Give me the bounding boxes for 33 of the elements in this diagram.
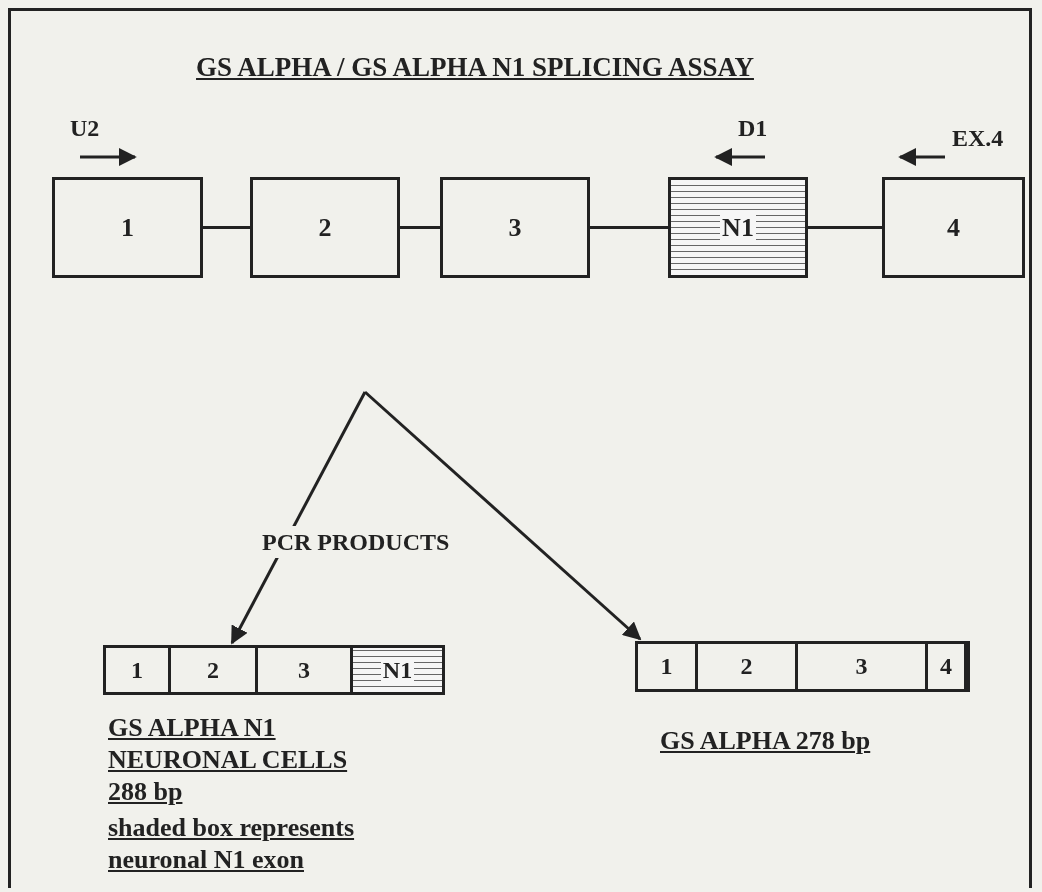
exon-number: 2 — [317, 212, 333, 243]
exon-number: 2 — [739, 653, 754, 680]
exon-box — [440, 177, 590, 278]
section-label: PCR PRODUCTS — [262, 526, 450, 558]
connector-line — [203, 226, 250, 229]
exon-number: 3 — [854, 653, 869, 680]
primer-label: U2 — [70, 114, 101, 143]
exon-number: N1 — [720, 212, 756, 243]
primer-label: EX.4 — [952, 124, 1005, 153]
product-caption: GS ALPHA 278 bp — [660, 725, 872, 757]
connector-line — [590, 226, 668, 229]
exon-number: 4 — [939, 653, 953, 680]
exon-number: 1 — [130, 656, 144, 684]
exon-number: 3 — [507, 212, 523, 243]
primer-label: D1 — [738, 114, 769, 143]
connector-line — [400, 226, 440, 229]
exon-box — [668, 177, 808, 278]
exon-box — [52, 177, 203, 278]
exon-number: 1 — [659, 653, 674, 680]
legend-note: shaded box represents neuronal N1 exon — [108, 812, 356, 876]
diagram-title: GS ALPHA / GS ALPHA N1 SPLICING ASSAY — [195, 52, 755, 83]
arrow — [230, 391, 367, 645]
gene-product-strip — [103, 645, 445, 695]
exon-number: 1 — [120, 212, 135, 243]
arrow — [364, 390, 642, 641]
exon-segment — [353, 648, 445, 692]
exon-number: 2 — [206, 656, 220, 684]
exon-box — [882, 177, 1025, 278]
gene-product-strip — [635, 641, 970, 692]
connector-line — [808, 226, 882, 229]
exon-box — [250, 177, 400, 278]
exon-number: 3 — [297, 656, 311, 684]
exon-number: 4 — [946, 212, 961, 243]
